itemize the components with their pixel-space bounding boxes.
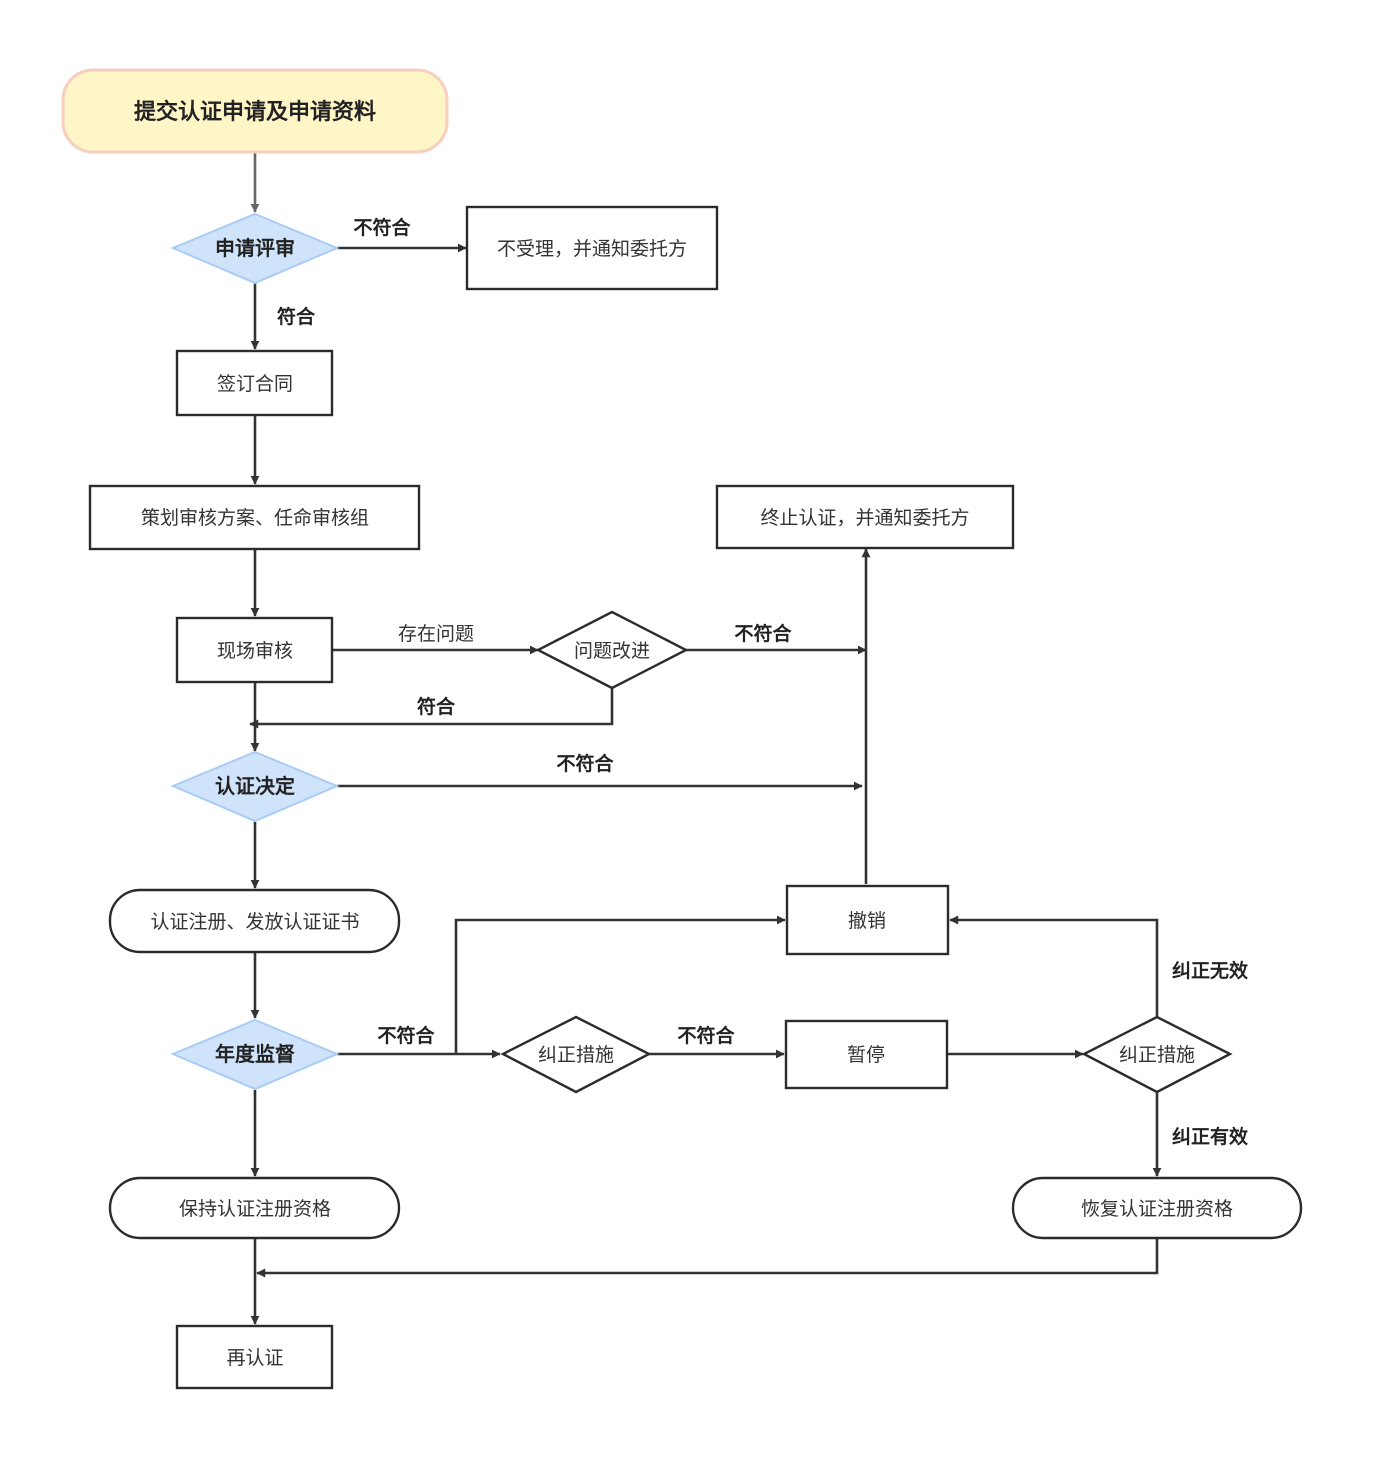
rounded-box (108, 1176, 401, 1240)
node-corrective2-label: 纠正措施 (1119, 1044, 1195, 1066)
process-box (784, 1019, 949, 1090)
node-maintain-label: 保持认证注册资格 (179, 1198, 331, 1220)
node-corrective1: 纠正措施 (500, 1015, 652, 1094)
edges (249, 153, 1162, 1325)
node-onsite: 现场审核 (175, 616, 334, 684)
label-corrective1-fail: 不符合 (677, 1024, 735, 1047)
label-corrective2-valid: 纠正有效 (1172, 1125, 1248, 1148)
node-review: 申请评审 (170, 212, 340, 285)
node-decision-label: 认证决定 (215, 774, 295, 798)
node-restore: 恢复认证注册资格 (1011, 1176, 1303, 1240)
edge-corrective2-revoke (949, 915, 1159, 1018)
decision-diamond (1081, 1015, 1233, 1094)
node-revoke-label: 撤销 (848, 910, 886, 932)
rounded-box (1011, 1176, 1303, 1240)
process-box (715, 484, 1015, 550)
process-box (175, 616, 334, 684)
node-recert: 再认证 (175, 1324, 334, 1390)
node-contract: 签订合同 (175, 349, 334, 417)
label-has-issue: 存在问题 (398, 623, 474, 645)
node-improve-label: 问题改进 (574, 640, 650, 662)
node-maintain: 保持认证注册资格 (108, 1176, 401, 1240)
node-submit-label: 提交认证申请及申请资料 (134, 99, 376, 125)
label-annual-fail: 不符合 (377, 1024, 435, 1047)
node-plan-label: 策划审核方案、任命审核组 (141, 507, 369, 529)
node-contract-label: 签订合同 (217, 373, 293, 395)
process-box (175, 349, 334, 417)
node-register-label: 认证注册、发放认证证书 (150, 911, 359, 933)
decision-diamond (170, 1018, 340, 1091)
decision-diamond (170, 750, 340, 823)
process-box (785, 884, 950, 956)
rounded-box (108, 888, 401, 954)
node-plan: 策划审核方案、任命审核组 (88, 484, 421, 551)
node-annual-label: 年度监督 (215, 1042, 295, 1066)
label-decision-fail: 不符合 (556, 752, 614, 775)
node-reject: 不受理，并通知委托方 (465, 205, 719, 291)
edge-restore-recert (256, 1238, 1159, 1278)
node-corrective1-label: 纠正措施 (538, 1044, 614, 1066)
node-suspend: 暂停 (784, 1019, 949, 1090)
edge-labels: 不符合 符合 存在问题 不符合 符合 不符合 不符合 不符合 纠正无效 纠正有效 (277, 216, 1248, 1148)
node-corrective2: 纠正措施 (1081, 1015, 1233, 1094)
decision-diamond (500, 1015, 652, 1094)
node-suspend-label: 暂停 (847, 1044, 885, 1066)
node-review-label: 申请评审 (215, 236, 295, 260)
decision-diamond (535, 610, 689, 690)
start-terminal (61, 68, 449, 154)
node-register: 认证注册、发放认证证书 (108, 888, 401, 954)
edge-improve-pass (249, 688, 614, 729)
node-terminate: 终止认证，并通知委托方 (715, 484, 1015, 550)
label-corrective2-invalid: 纠正无效 (1172, 959, 1248, 982)
node-revoke: 撤销 (785, 884, 950, 956)
node-submit: 提交认证申请及申请资料 (61, 68, 449, 154)
node-restore-label: 恢复认证注册资格 (1081, 1198, 1233, 1220)
node-terminate-label: 终止认证，并通知委托方 (760, 507, 969, 529)
process-box (88, 484, 421, 551)
node-decision: 认证决定 (170, 750, 340, 823)
process-box (175, 1324, 334, 1390)
node-reject-label: 不受理，并通知委托方 (497, 238, 687, 260)
decision-diamond (170, 212, 340, 285)
label-review-pass: 符合 (277, 305, 316, 328)
label-improve-fail: 不符合 (734, 622, 792, 645)
node-improve: 问题改进 (535, 610, 689, 690)
process-box (465, 205, 719, 291)
label-improve-pass: 符合 (417, 695, 456, 718)
node-annual: 年度监督 (170, 1018, 340, 1091)
node-onsite-label: 现场审核 (217, 640, 293, 662)
node-recert-label: 再认证 (226, 1347, 283, 1369)
edge-annual-revoke (454, 915, 786, 1054)
label-review-fail: 不符合 (353, 216, 411, 239)
